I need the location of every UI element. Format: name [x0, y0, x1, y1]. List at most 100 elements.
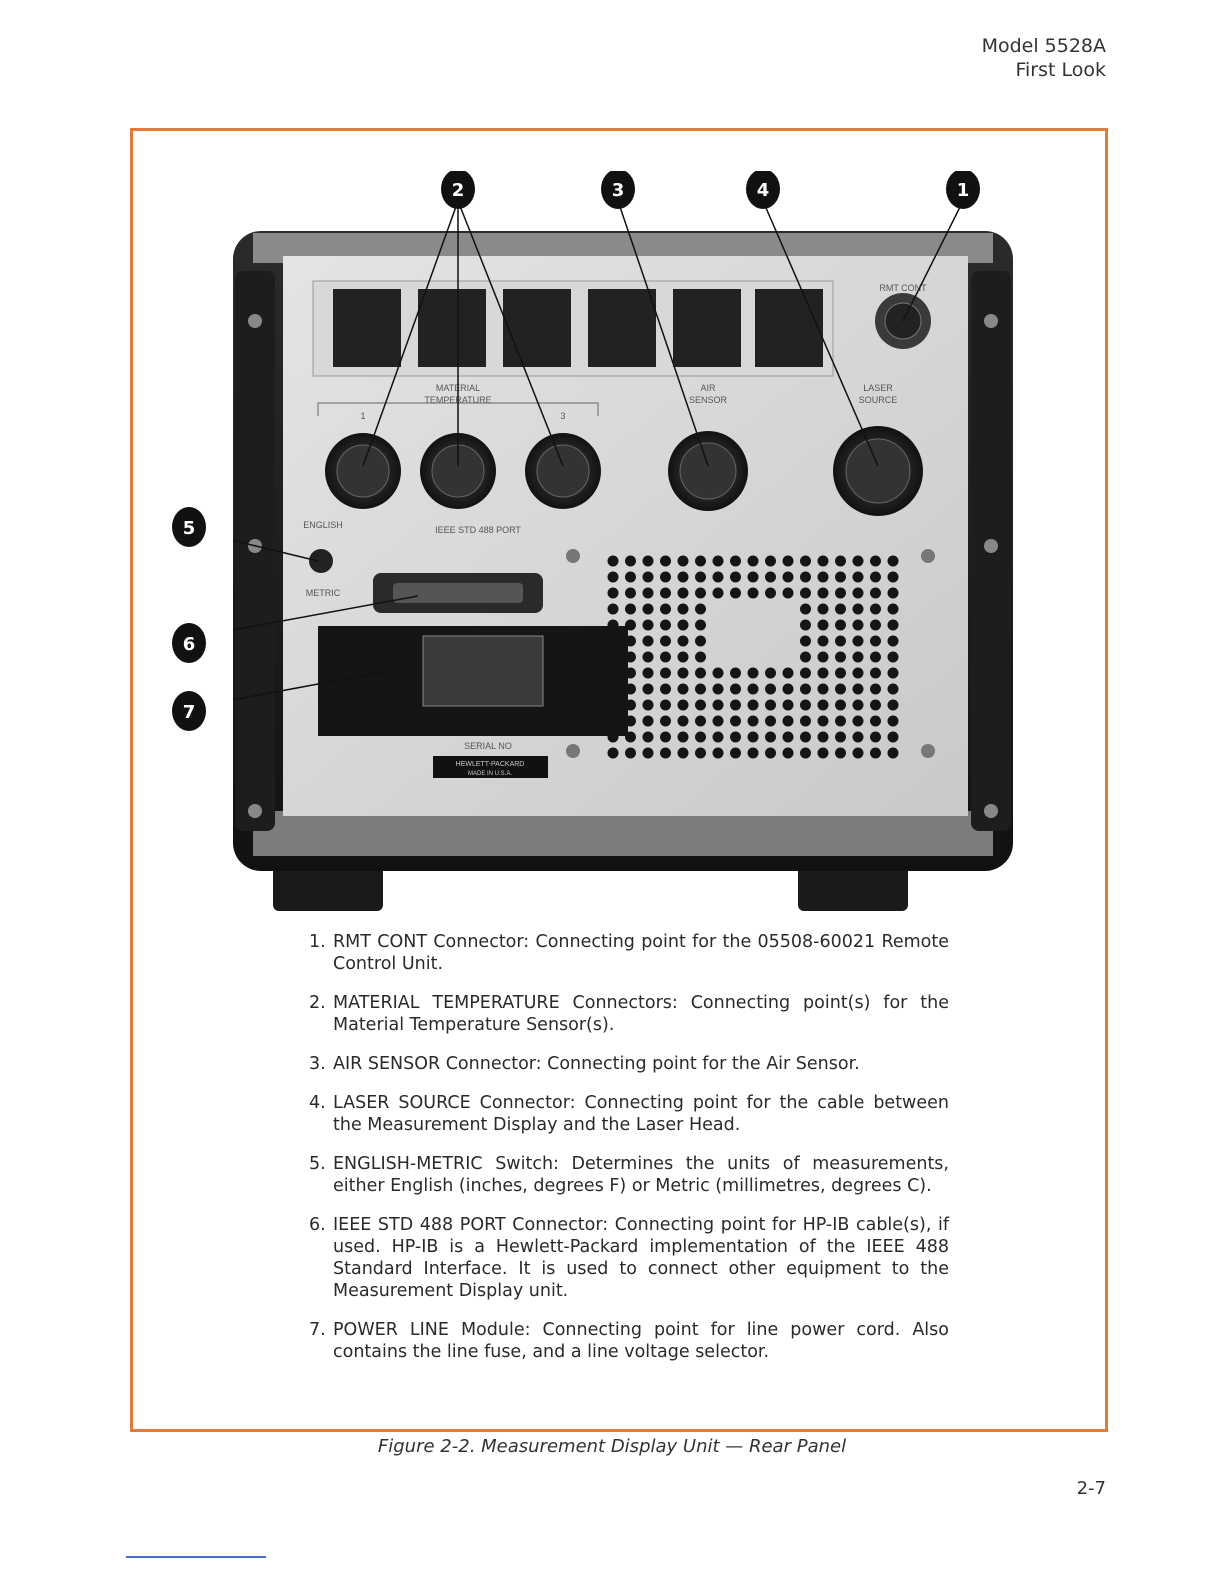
label-metric: METRIC — [306, 588, 341, 598]
vent-hole — [800, 619, 811, 631]
vent-hole — [712, 555, 724, 567]
vent-hole — [852, 603, 864, 615]
vent-hole — [625, 571, 636, 583]
vent-hole — [817, 635, 829, 647]
vent-hole — [730, 731, 741, 743]
callout-badge-5: 5 — [172, 507, 206, 547]
vent-hole — [870, 619, 881, 631]
vent-hole — [800, 747, 811, 759]
callout-text: LASER SOURCE Connector: Connecting point… — [333, 1093, 949, 1135]
vent-hole — [677, 715, 689, 727]
vent-hole — [870, 603, 881, 615]
screw-head — [248, 314, 262, 328]
vent-hole — [835, 715, 846, 727]
callout-item: 4.LASER SOURCE Connector: Connecting poi… — [309, 1092, 949, 1136]
vent-hole — [607, 619, 619, 631]
vent-hole — [782, 667, 794, 679]
vent-hole — [642, 747, 654, 759]
label-air-2: SENSOR — [689, 395, 728, 405]
callout-text: ENGLISH-METRIC Switch: Determines the un… — [333, 1154, 949, 1196]
vent-hole — [730, 683, 741, 695]
vent-hole — [852, 699, 864, 711]
vent-hole — [887, 683, 899, 695]
vent-hole — [887, 731, 899, 743]
label-rmt-cont: RMT CONT — [879, 283, 927, 293]
vent-hole — [677, 699, 689, 711]
vent-hole — [712, 747, 724, 759]
vent-hole — [677, 587, 689, 599]
page-number: 2-7 — [1076, 1478, 1106, 1499]
vent-hole — [782, 699, 794, 711]
vent-hole — [730, 555, 741, 567]
vent-hole — [835, 683, 846, 695]
slot-cover — [503, 289, 571, 367]
badge-text: 1 — [957, 180, 970, 201]
vent-hole — [747, 683, 759, 695]
vent-hole — [642, 587, 654, 599]
vent-hole — [695, 731, 706, 743]
vent-hole — [835, 571, 846, 583]
power-module-fuse — [422, 635, 544, 707]
vent-hole — [625, 699, 636, 711]
vent-hole — [695, 651, 706, 663]
badge-text: 4 — [757, 180, 770, 201]
vent-hole — [765, 587, 776, 599]
vent-hole — [817, 651, 829, 663]
vent-hole — [695, 603, 706, 615]
label-ieee: IEEE STD 488 PORT — [435, 525, 521, 535]
vent-hole — [800, 731, 811, 743]
vent-hole — [660, 747, 671, 759]
vent-hole — [607, 603, 619, 615]
vent-hole — [660, 587, 671, 599]
vent-hole — [642, 603, 654, 615]
label-air-1: AIR — [700, 383, 716, 393]
vent-hole — [887, 571, 899, 583]
vent-hole — [607, 683, 619, 695]
vent-hole — [887, 555, 899, 567]
vent-hole — [852, 683, 864, 695]
vent-hole — [642, 651, 654, 663]
slot-cover — [333, 289, 401, 367]
vent-hole — [887, 651, 899, 663]
vent-hole — [642, 731, 654, 743]
english-metric-switch — [309, 549, 333, 573]
callout-badge-6: 6 — [172, 623, 206, 663]
vent-hole — [677, 731, 689, 743]
vent-hole — [870, 555, 881, 567]
callout-number: 2. — [309, 993, 326, 1013]
vent-hole — [852, 571, 864, 583]
screw-head — [248, 804, 262, 818]
vent-hole — [712, 715, 724, 727]
vent-hole — [625, 715, 636, 727]
vent-hole — [817, 555, 829, 567]
vent-hole — [607, 699, 619, 711]
vent-hole — [712, 667, 724, 679]
vent-hole — [625, 683, 636, 695]
vent-hole — [642, 667, 654, 679]
label-laser-2: SOURCE — [859, 395, 898, 405]
vent-hole — [852, 747, 864, 759]
vent-hole — [695, 747, 706, 759]
vent-hole — [660, 651, 671, 663]
vent-hole — [835, 619, 846, 631]
vent-hole — [800, 683, 811, 695]
ieee-port-socket — [393, 583, 523, 603]
badge-text: 2 — [452, 180, 465, 201]
vent-hole — [642, 571, 654, 583]
vent-hole — [852, 715, 864, 727]
vent-hole — [765, 731, 776, 743]
vent-hole — [800, 603, 811, 615]
vent-hole — [695, 715, 706, 727]
vent-hole — [852, 555, 864, 567]
vent-hole — [852, 587, 864, 599]
chassis-bottom-rim — [253, 811, 993, 856]
vent-hole — [625, 651, 636, 663]
vent-hole — [765, 747, 776, 759]
vent-hole — [660, 715, 671, 727]
vent-hole — [747, 587, 759, 599]
label-mat-ch-1: 1 — [360, 411, 365, 421]
vent-hole — [677, 571, 689, 583]
vent-hole — [625, 667, 636, 679]
vent-hole — [712, 571, 724, 583]
material-connector-2 — [420, 433, 496, 509]
